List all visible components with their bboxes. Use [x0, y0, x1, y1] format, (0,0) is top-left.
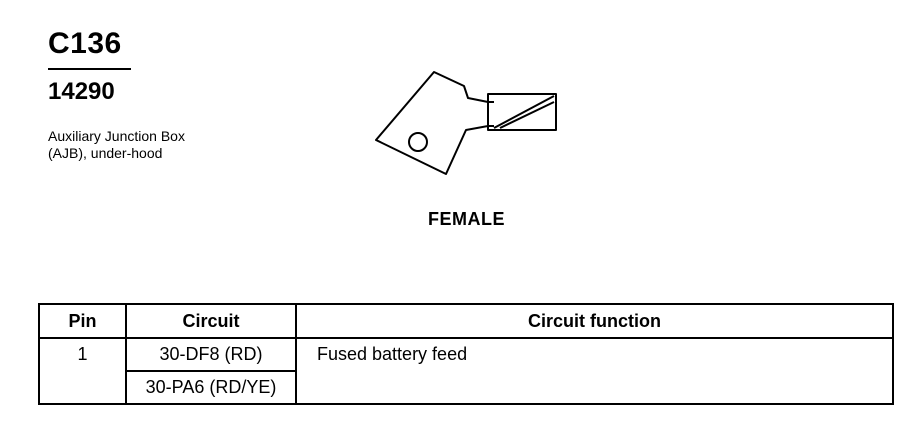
table-header-row: Pin Circuit Circuit function: [38, 303, 894, 339]
pinout-table: Pin Circuit Circuit function 1 30-DF8 (R…: [38, 303, 894, 405]
pin-1-cavity: [408, 132, 428, 152]
connector-id: C136: [48, 27, 122, 60]
connector-id-underline: [48, 68, 131, 70]
terminal-blade: [487, 93, 557, 131]
header-pin: Pin: [38, 303, 127, 339]
header-circuit: Circuit: [125, 303, 297, 339]
table-row: 1 30-DF8 (RD) Fused battery feed: [38, 337, 894, 405]
table-row: 30-PA6 (RD/YE): [39, 370, 893, 405]
circuit-function: Fused battery feed: [295, 337, 894, 405]
pin-number: 1: [38, 337, 127, 405]
circuit-secondary: 30-PA6 (RD/YE): [125, 370, 297, 405]
connector-gender-label: FEMALE: [428, 209, 505, 229]
connector-body: [375, 71, 489, 175]
connector-face-drawing: [375, 71, 557, 175]
header-circuit-function: Circuit function: [295, 303, 894, 339]
connector-description: Auxiliary Junction Box (AJB), under-hood: [48, 128, 185, 161]
circuit-primary: 30-DF8 (RD): [125, 337, 297, 372]
part-number: 14290: [48, 78, 115, 105]
